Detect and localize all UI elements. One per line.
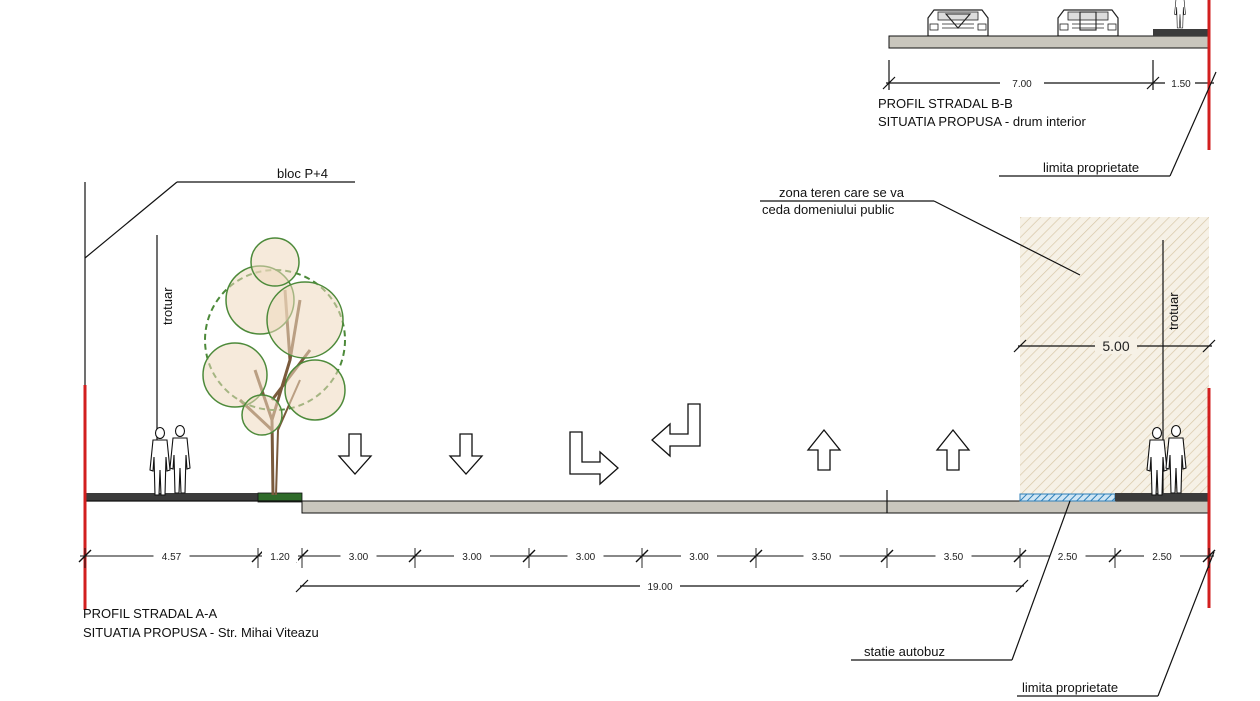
pedestrian-icon: [149, 426, 171, 496]
sidewalk-b: [1153, 29, 1209, 36]
dimension-slash: [635, 549, 649, 563]
ceded-width-value: 5.00: [1102, 338, 1129, 354]
arrow-down-icon: [448, 433, 484, 475]
dimension-slash: [78, 549, 92, 563]
dimension-b-0: 7.00: [1012, 79, 1032, 90]
dimension-a-9: 2.50: [1152, 552, 1172, 563]
tree-icon: [202, 237, 346, 496]
dimension-a-3: 3.00: [462, 552, 482, 563]
arrow-turn-left-icon: [651, 403, 701, 458]
sidewalk-left: [85, 493, 258, 501]
car-icon: [1057, 9, 1119, 37]
dimension-slash: [1013, 549, 1027, 563]
green-strip: [257, 492, 303, 503]
dimension-a-5: 3.00: [689, 552, 709, 563]
sidewalk-right: [1115, 493, 1209, 501]
dimension-slash: [880, 549, 894, 563]
road-surface-a: [301, 500, 1210, 514]
total-carriageway-value: 19.00: [647, 582, 672, 593]
dimension-a-8: 2.50: [1058, 552, 1078, 563]
dimension-a-2: 3.00: [349, 552, 369, 563]
property-limit-label-b: limita proprietate: [1043, 160, 1139, 175]
arrow-turn-right-icon: [569, 431, 619, 486]
pedestrian-icon: [169, 424, 191, 494]
dimension-total: 19.00: [295, 579, 1029, 593]
dimension-slash: [522, 549, 536, 563]
road-surface-b: [888, 35, 1210, 49]
building-label: bloc P+4: [277, 166, 328, 181]
profile-b: 7.00 1.50 PROFIL STRADAL B-B SITUATIA PR…: [878, 0, 1217, 177]
dimension-slash: [408, 549, 422, 563]
bus-stop-platform: [1019, 493, 1116, 502]
profile-a-subtitle: SITUATIA PROPUSA - Str. Mihai Viteazu: [83, 625, 319, 640]
profile-a: bloc P+4 trotuar trotuar zona teren care…: [78, 166, 1216, 697]
car-icon: [927, 9, 989, 37]
arrow-up-icon: [806, 428, 842, 471]
profile-b-title: PROFIL STRADAL B-B: [878, 96, 1013, 111]
dimension-b-1: 1.50: [1171, 79, 1191, 90]
dimension-a-7: 3.50: [944, 552, 964, 563]
sidewalk-left-label: trotuar: [160, 287, 175, 325]
sidewalk-right-label: trotuar: [1166, 292, 1181, 330]
bus-stop-label: statie autobuz: [864, 644, 945, 659]
dimension-slash: [1202, 549, 1216, 563]
dimension-line-a: 4.57 1.20 3.00 3.00 3.00 3.00 3.50 3.50 2.50 2.50: [78, 548, 1216, 568]
dimension-line-b: 7.00 1.50: [882, 60, 1214, 90]
profile-b-subtitle: SITUATIA PROPUSA - drum interior: [878, 114, 1086, 129]
arrow-up-icon: [935, 428, 971, 471]
dimension-a-6: 3.50: [812, 552, 832, 563]
profile-a-title: PROFIL STRADAL A-A: [83, 606, 217, 621]
dimension-a-0: 4.57: [162, 552, 182, 563]
property-limit-label-a: limita proprietate: [1022, 680, 1118, 695]
pedestrian-icon: [1174, 0, 1186, 29]
ceded-zone-label-2: ceda domeniului public: [762, 202, 895, 217]
arrow-down-icon: [337, 433, 373, 475]
dimension-a-1: 1.20: [270, 552, 290, 563]
dimension-slash: [1108, 549, 1122, 563]
dimension-slash: [749, 549, 763, 563]
ceded-zone-label-1: zona teren care se va: [779, 185, 905, 200]
dimension-a-4: 3.00: [576, 552, 596, 563]
dimension-ceded: 5.00: [1013, 337, 1216, 354]
